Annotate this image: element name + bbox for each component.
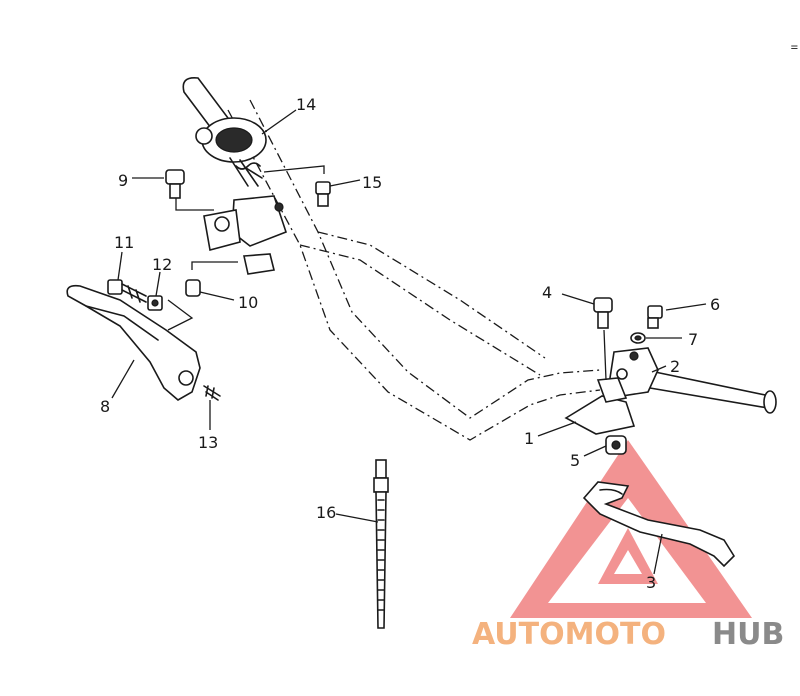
callout-5: 5: [570, 451, 580, 470]
part-12-nut: [147, 295, 163, 311]
watermark-word-automoto: AUTOMOTO: [472, 617, 666, 652]
callout-13: 13: [198, 433, 218, 452]
watermark-word-hub: HUB: [712, 617, 784, 652]
callout-4: 4: [542, 283, 552, 302]
callout-2: 2: [670, 357, 680, 376]
handlebar: [227, 99, 777, 441]
part-9-bolt: [165, 169, 185, 199]
callout-15: 15: [362, 173, 382, 192]
part-1-bracket: [564, 377, 636, 435]
part-5-nut: [605, 435, 627, 455]
leader-lines: [111, 109, 707, 575]
part-11-pivot-bolt: [107, 279, 147, 303]
watermark-logo: [510, 440, 752, 618]
part-4-bolt: [593, 297, 613, 381]
callout-11: 11: [114, 233, 134, 252]
callout-7: 7: [688, 330, 698, 349]
callout-14: 14: [296, 95, 316, 114]
part-8-clutch-lever: [66, 284, 201, 401]
callout-1: 1: [524, 429, 534, 448]
callout-labels: 14 9 15 11 12 10 8 13 4 6 7 2 1 5 3 16: [100, 95, 720, 592]
part-6-bolt: [647, 305, 663, 329]
corner-mark: =: [790, 40, 798, 54]
part-14-throttle-grip: [182, 76, 267, 187]
watermark-triangle-core-hole: [614, 550, 642, 574]
part-13-adjuster-screw: [203, 385, 221, 401]
part-16-cable-tie: [373, 459, 389, 629]
part-7-washer: [630, 332, 646, 344]
part-3-brake-lever: [582, 481, 736, 568]
left-clamp-housing: [175, 165, 325, 275]
part-10-screw: [185, 279, 201, 297]
watermark-text: AUTOMOTO HUB: [472, 617, 784, 652]
callout-12: 12: [152, 255, 172, 274]
part-15-bolt: [315, 181, 331, 207]
callout-3: 3: [646, 573, 656, 592]
callout-8: 8: [100, 397, 110, 416]
callout-16: 16: [316, 503, 336, 522]
callout-9: 9: [118, 171, 128, 190]
callout-10: 10: [238, 293, 258, 312]
callout-6: 6: [710, 295, 720, 314]
part-2-lever-holder: [609, 347, 659, 397]
